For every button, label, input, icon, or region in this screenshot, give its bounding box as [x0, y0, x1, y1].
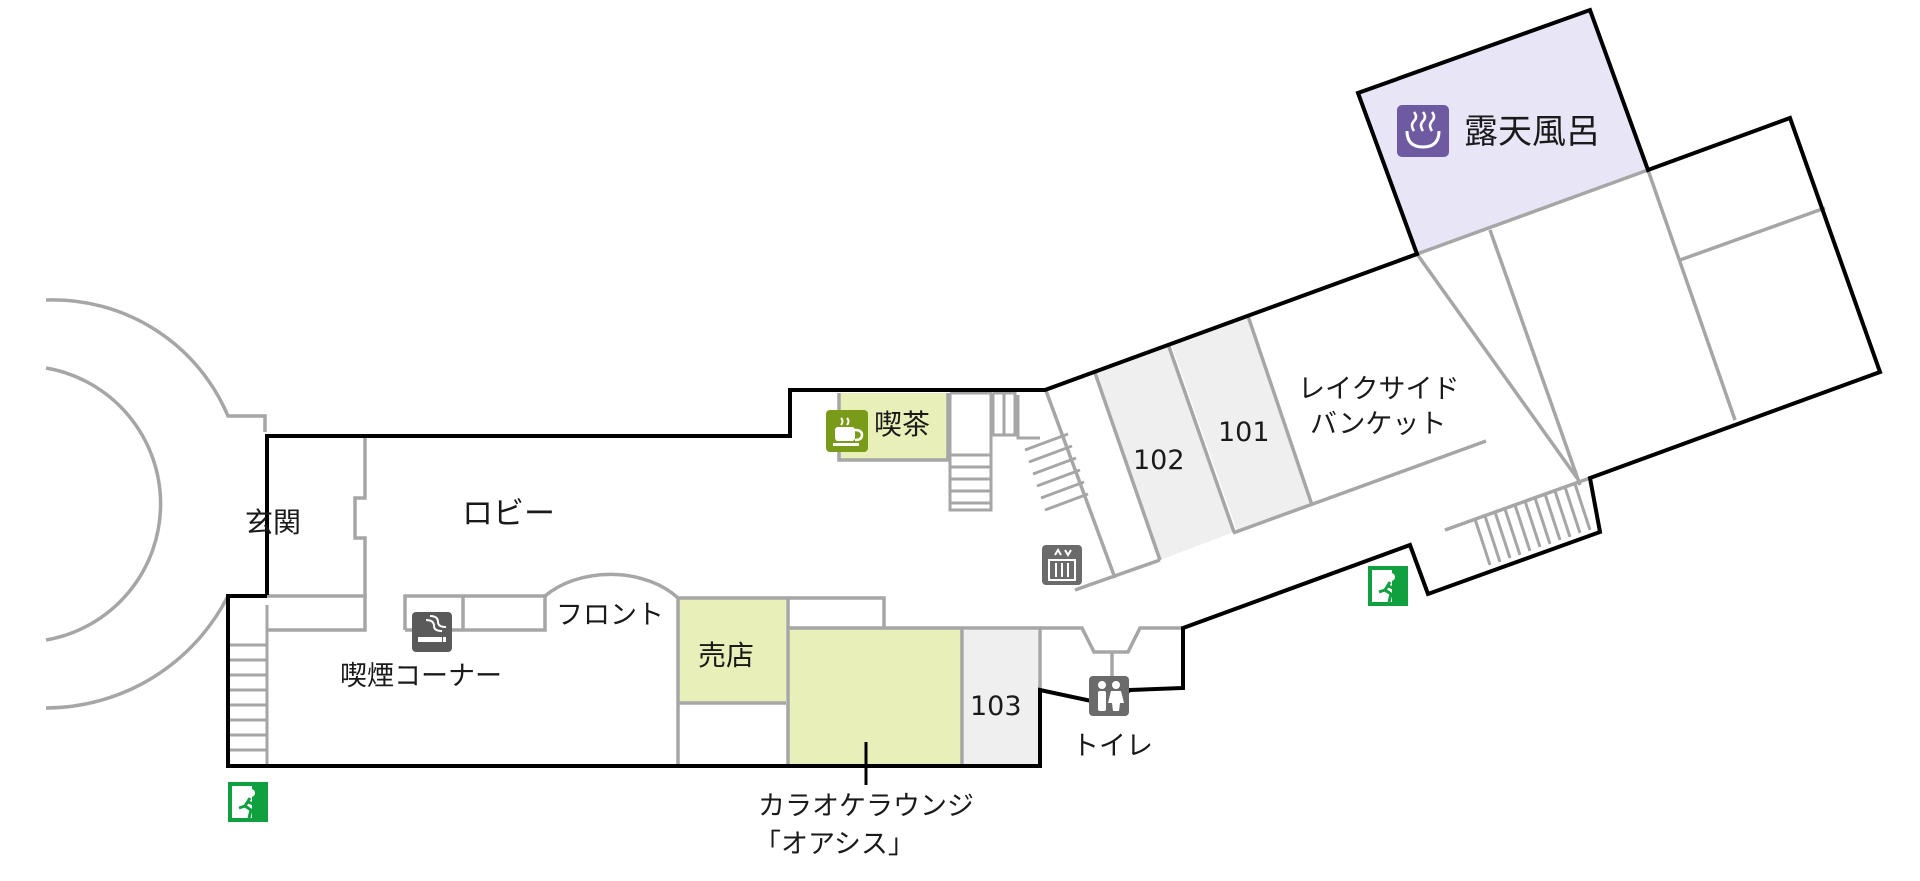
cafe-label: 喫茶: [874, 408, 930, 441]
shop-label: 売店: [698, 639, 754, 672]
banquet-label-line1: レイクサイド: [1298, 374, 1459, 405]
room-103-area: [964, 630, 1038, 766]
karaoke-label-line1: カラオケラウンジ: [758, 791, 974, 822]
room-101-area: [1171, 316, 1312, 531]
stairs-entrance: [226, 605, 269, 766]
room-103-label: 103: [970, 691, 1022, 722]
stairs: [226, 391, 1592, 766]
emergency-exit-icon: [228, 782, 268, 822]
stairs-cafe: [948, 391, 1017, 512]
smoking-corner-label: 喫煙コーナー: [340, 661, 502, 692]
coffee-cup-icon: [826, 410, 868, 452]
outer-walls: [226, 7, 1883, 768]
hot-spring-icon: [1397, 105, 1449, 157]
stairs-center: [1016, 395, 1089, 512]
entrance-label: 玄関: [245, 506, 301, 539]
open-air-bath-label: 露天風呂: [1464, 112, 1600, 152]
restroom-icon: [1089, 676, 1129, 716]
room-101-label: 101: [1218, 417, 1270, 448]
partitions: [267, 168, 1826, 766]
room-102-label: 102: [1133, 445, 1185, 476]
karaoke-label-line2: 「オアシス」: [754, 829, 915, 860]
front-desk-label: フロント: [556, 600, 664, 631]
stairs-east: [1444, 476, 1592, 566]
room-102-area: [1094, 344, 1234, 560]
shop-area: [678, 598, 786, 703]
room-fills: [678, 10, 1648, 766]
toilet-label: トイレ: [1072, 731, 1153, 762]
open-air-bath-area: [1358, 10, 1648, 254]
banquet-label-line2: バンケット: [1310, 409, 1446, 440]
elevator-icon: [1042, 545, 1082, 585]
smoking-icon: [412, 612, 452, 652]
driveway: [45, 298, 267, 710]
karaoke-area: [789, 628, 962, 766]
emergency-exit-icon: [1368, 566, 1408, 606]
lobby-label: ロビー: [462, 496, 555, 532]
